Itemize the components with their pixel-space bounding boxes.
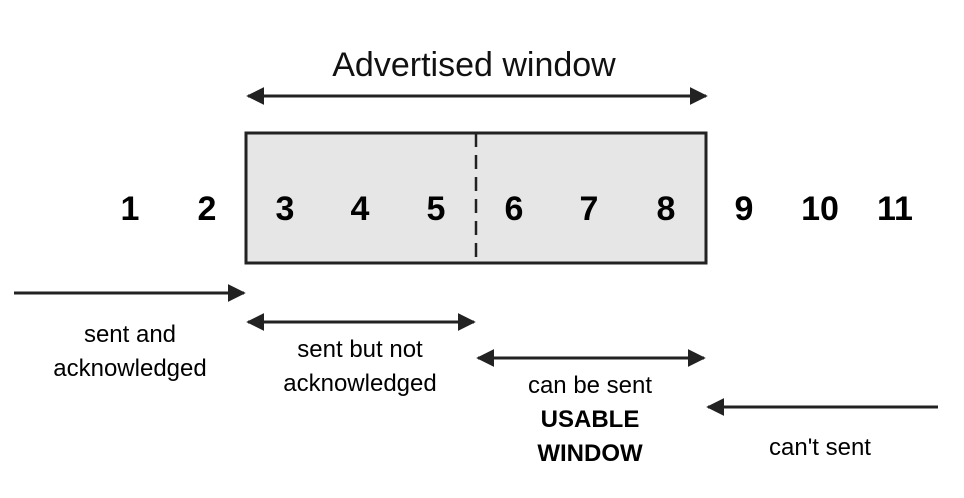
sequence-numbers: 1 2 3 4 5 6 7 8 9 10 11 [121,190,913,228]
seq-num-2: 2 [198,190,217,228]
seq-num-4: 4 [351,190,370,228]
seq-num-1: 1 [121,190,140,228]
seq-num-3: 3 [276,190,295,228]
seq-num-9: 9 [735,190,754,228]
seq-num-8: 8 [657,190,676,228]
usable-window-label-line1: USABLE [541,406,640,433]
sent-not-acknowledged-label-line1: sent but not [297,336,423,363]
sent-acknowledged-label-line2: acknowledged [53,355,206,382]
advertised-window-box [244,131,708,265]
seq-num-7: 7 [580,190,599,228]
sent-not-acknowledged-label-line2: acknowledged [283,370,436,397]
advertised-window-title: Advertised window [332,46,616,84]
can-be-sent-label: can be sent [528,372,652,399]
seq-num-6: 6 [505,190,524,228]
seq-num-11: 11 [877,190,913,228]
cant-sent-label: can't sent [769,434,871,461]
seq-num-10: 10 [801,190,839,228]
sent-acknowledged-label-line1: sent and [84,321,176,348]
seq-num-5: 5 [427,190,446,228]
usable-window-label-line2: WINDOW [537,440,643,467]
